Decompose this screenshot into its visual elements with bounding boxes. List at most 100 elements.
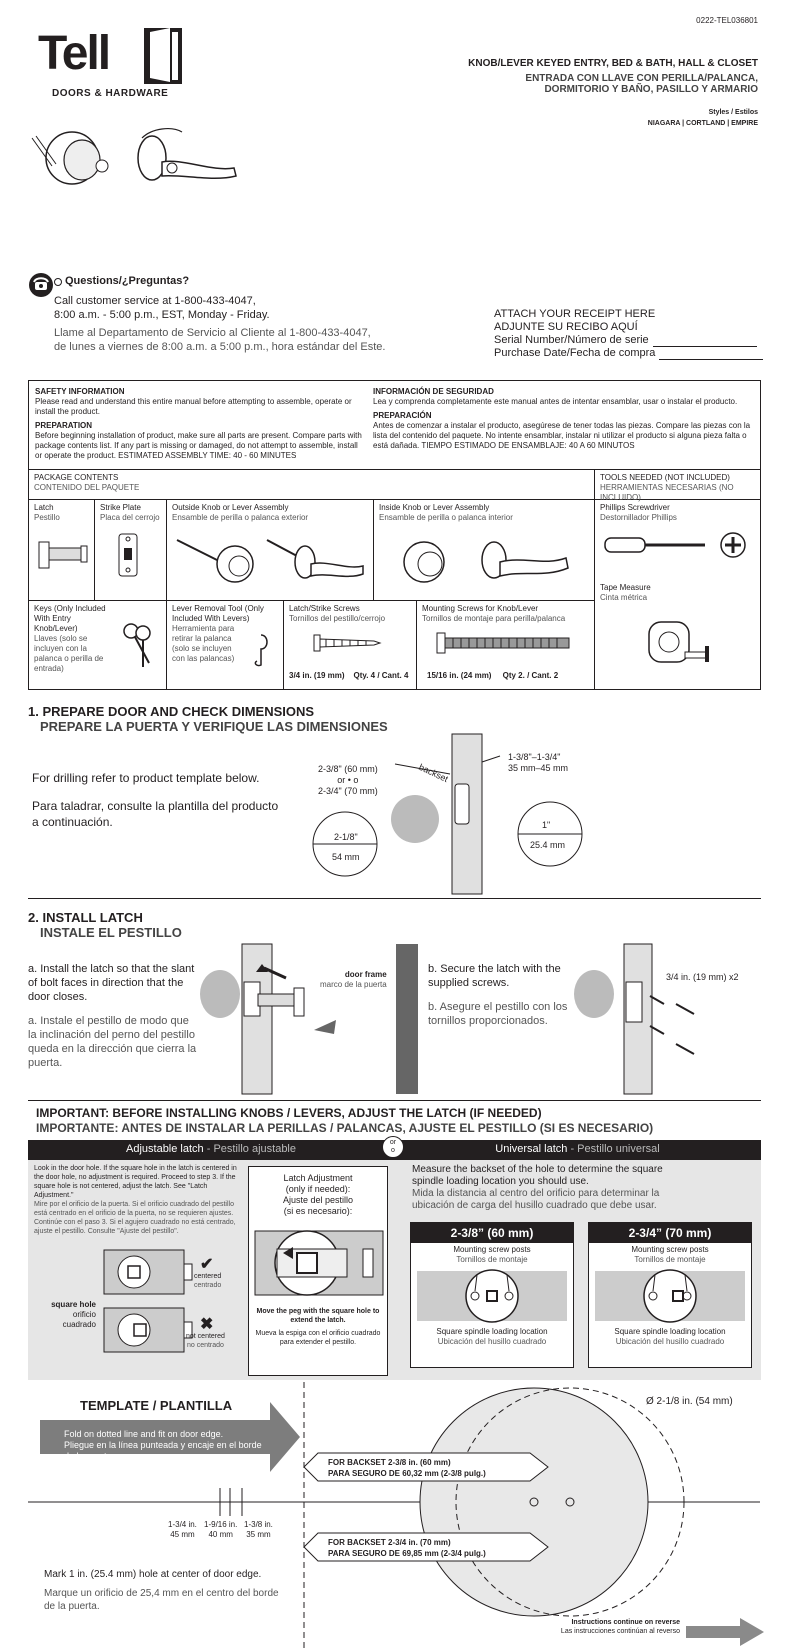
keys-label-es: Llaves (solo se incluyen con la palanca … — [34, 634, 104, 673]
phillips-label: Phillips Screwdriver — [600, 503, 670, 512]
card60-spindle-en: Square spindle loading location — [436, 1327, 548, 1336]
dim-edge-mm: 25.4 mm — [530, 840, 566, 850]
package-contents: PACKAGE CONTENTS CONTENIDO DEL PAQUETE T… — [28, 470, 761, 690]
card60-title: 2-3/8” (60 mm) — [411, 1223, 573, 1243]
mount-screws-label: Mounting Screws for Knob/Lever — [422, 604, 539, 613]
inside-assembly-icon — [403, 541, 569, 583]
brand-name: Tell — [38, 27, 111, 80]
step2-title-en: 2. INSTALL LATCH — [28, 910, 143, 925]
dim-backset: 2-3/8" (60 mm) — [318, 764, 378, 774]
backset60-en: FOR BACKSET 2-3/8 in. (60 mm) — [328, 1458, 451, 1467]
thick2: 1-9/16 in. — [204, 1520, 238, 1529]
or-text: or — [389, 1139, 397, 1146]
styles-label: Styles / Estilos — [708, 109, 758, 116]
card60-diagram — [417, 1269, 567, 1323]
safety-en-text: Please read and understand this entire m… — [35, 397, 352, 416]
centered-es: centrado — [194, 1282, 222, 1289]
inside-assembly-label-es: Ensamble de perilla o palanca interior — [379, 513, 513, 522]
thick3-mm: 35 mm — [246, 1530, 271, 1539]
step2-a-en: a. Install the latch so that the slant o… — [28, 963, 195, 1003]
tools-title-en: TOOLS NEEDED (NOT INCLUDED) — [600, 473, 730, 482]
cross-icon: ✖ — [200, 1316, 214, 1333]
latch-icon — [38, 541, 88, 569]
universal-latch-es: - Pestillo universal — [567, 1143, 660, 1155]
keys-icon — [123, 623, 151, 667]
card60-posts-es: Tornillos de montaje — [456, 1255, 528, 1264]
latch-adjustment-diagram — [254, 1230, 384, 1296]
la-title-2: (only if needed): — [285, 1184, 351, 1194]
door-icon — [144, 28, 182, 84]
template-diameter: Ø 2-1/8 in. (54 mm) — [646, 1396, 733, 1407]
card70-title: 2-3/4” (70 mm) — [589, 1223, 751, 1243]
la-title-1: Latch Adjustment — [283, 1173, 353, 1183]
latch-screws-qty: Qty. 4 / Cant. 4 — [353, 671, 409, 680]
tape-measure-icon — [648, 621, 709, 663]
not-centered-es: no centrado — [186, 1342, 224, 1349]
step2-title-es: INSTALE EL PESTILLO — [40, 925, 182, 940]
important-es: IMPORTANTE: ANTES DE INSTALAR LA PERILLA… — [36, 1121, 654, 1135]
o-text: o — [391, 1147, 395, 1154]
prep-en-title: PREPARATION — [35, 421, 93, 430]
purchase-date-field[interactable] — [659, 347, 764, 360]
backset70-en: FOR BACKSET 2-3/4 in. (70 mm) — [328, 1538, 451, 1547]
important-en: IMPORTANT: BEFORE INSTALLING KNOBS / LEV… — [36, 1106, 542, 1120]
dim-thick: 1-3/8"–1-3/4" — [508, 752, 561, 762]
title-es-1: ENTRADA CON LLAVE CON PERILLA/PALANCA, — [525, 73, 758, 84]
latch-screw-icon — [313, 634, 382, 652]
card70-posts-es: Tornillos de montaje — [634, 1255, 706, 1264]
la-title-es-1: Ajuste del pestillo — [282, 1195, 354, 1205]
receipt-serial: Serial Number/Número de serie — [494, 334, 763, 347]
step1-text-en: For drilling refer to product template b… — [32, 771, 260, 785]
square-hole-es-2: cuadrado — [62, 1320, 96, 1329]
questions-heading: Questions/¿Preguntas? — [65, 275, 190, 287]
safety-es-title: INFORMACIÓN DE SEGURIDAD — [373, 387, 494, 396]
title-es-2: DORMITORIO Y BAÑO, PASILLO Y ARMARIO — [544, 84, 758, 95]
mark-en: Mark 1 in. (25.4 mm) hole at center of d… — [44, 1569, 262, 1580]
tape-label: Tape Measure — [600, 583, 651, 592]
receipt-line2: ADJUNTE SU RECIBO AQUÍ — [494, 321, 638, 333]
latch-adjustment-box: Latch Adjustment (only if needed): Ajust… — [248, 1166, 388, 1376]
thick1-mm: 45 mm — [170, 1530, 195, 1539]
receipt-line1: ATTACH YOUR RECEIPT HERE — [494, 308, 656, 320]
latch-label-es: Pestillo — [34, 513, 60, 522]
latch-label: Latch — [34, 503, 54, 512]
prep-es-text: Antes de comenzar a instalar el producto… — [373, 421, 751, 450]
mount-screws-label-es: Tornillos de montaje para perilla/palanc… — [422, 614, 566, 623]
prep-en-text: Before beginning installation of product… — [35, 431, 362, 460]
backset-card-70: 2-3/4” (70 mm) Mounting screw posts Torn… — [588, 1222, 752, 1368]
serial-number-field[interactable] — [652, 334, 757, 347]
fold-en: Fold on dotted line and fit on door edge… — [64, 1429, 224, 1439]
questions-en-2: 8:00 a.m. - 5:00 p.m., EST, Monday - Fri… — [54, 309, 270, 321]
backset-card-60: 2-3/8” (60 mm) Mounting screw posts Torn… — [410, 1222, 574, 1368]
mount-screws-size: 15/16 in. (24 mm) — [427, 671, 492, 680]
uni-text-en: Measure the backset of the hole to deter… — [412, 1164, 663, 1187]
safety-en-title: SAFETY INFORMATION — [35, 387, 125, 396]
receipt-purchase-label: Purchase Date/Fecha de compra — [494, 347, 656, 359]
install-latch-diagram-a — [200, 943, 418, 1095]
title-en: KNOB/LEVER KEYED ENTRY, BED & BATH, HALL… — [468, 58, 758, 69]
outside-assembly-label-es: Ensamble de perilla o palanca exterior — [172, 513, 309, 522]
phillips-label-es: Destornillador Phillips — [600, 513, 677, 522]
step1-text-es: Para taladrar, consulte la plantilla del… — [32, 799, 279, 829]
brand-tagline: DOORS & HARDWARE — [52, 88, 169, 99]
door-frame-en: door frame — [344, 970, 387, 979]
latch-screws-size: 3/4 in. (19 mm) — [289, 671, 345, 680]
adjustable-latch-en: Adjustable latch — [126, 1143, 204, 1155]
not-centered-en: not centered — [186, 1333, 225, 1340]
questions-es-2: de lunes a viernes de 8:00 a.m. a 5:00 p… — [54, 341, 386, 353]
door-frame-es: marco de la puerta — [320, 980, 387, 989]
card70-spindle-es: Ubicación del husillo cuadrado — [615, 1337, 725, 1346]
safety-es-text: Lea y comprenda completamente este manua… — [373, 397, 738, 406]
or-badge: or o — [382, 1136, 404, 1158]
centered-en: centered — [194, 1273, 222, 1280]
latch-screws-label: Latch/Strike Screws — [289, 604, 360, 613]
card70-diagram — [595, 1269, 745, 1323]
uni-text-es: Mida la distancia al centro del orificio… — [412, 1188, 660, 1211]
adj-text-es: Mire por el orificio de la puerta. Si el… — [34, 1201, 236, 1235]
adjustable-latch-es: - Pestillo ajustable — [203, 1143, 296, 1155]
prep-es-title: PREPARACIÓN — [373, 411, 432, 420]
keys-label: Keys (Only Included With Entry Knob/Leve… — [34, 604, 106, 633]
step2-a-es: a. Instale el pestillo de modo que la in… — [28, 1015, 197, 1069]
tools-title-es: HERRAMIENTAS NECESARIAS (NO INCLUIDO) — [600, 483, 734, 502]
lever-tool-icon — [254, 634, 268, 667]
